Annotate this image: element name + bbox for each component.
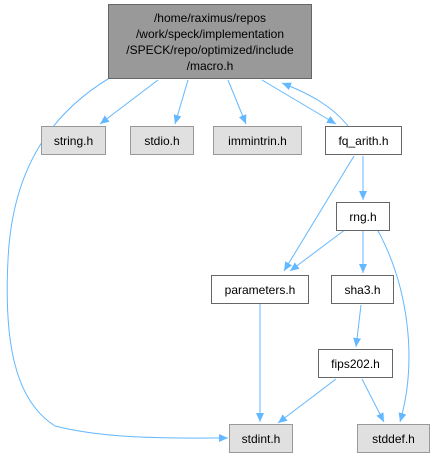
node-macro-h-label: /home/raximus/repos /work/speck/implemen… <box>126 10 293 74</box>
node-fq-arith-h[interactable]: fq_arith.h <box>325 126 402 155</box>
node-fq-arith-h-label: fq_arith.h <box>338 133 389 148</box>
node-sha3-h[interactable]: sha3.h <box>331 275 394 304</box>
edge-fq-arith-to-macro <box>281 82 349 127</box>
node-sha3-h-label: sha3.h <box>344 282 381 297</box>
edge-fips202-to-stddef <box>361 378 385 423</box>
node-immintrin-h[interactable]: immintrin.h <box>213 126 302 155</box>
node-fips202-h[interactable]: fips202.h <box>318 349 393 378</box>
edge-macro-to-string <box>99 79 159 125</box>
edge-fips202-to-stdint <box>277 378 337 424</box>
edge-fq-arith-to-parameters <box>283 155 355 272</box>
edge-macro-to-fq-arith <box>261 79 337 125</box>
node-macro-h[interactable]: /home/raximus/repos /work/speck/implemen… <box>108 4 312 79</box>
node-macro-h-line-2: /work/speck/implementation <box>135 26 285 41</box>
node-stdio-h-label: stdio.h <box>144 133 180 148</box>
node-macro-h-line-4: /macro.h <box>186 58 234 73</box>
node-stdint-h[interactable]: stdint.h <box>229 424 293 453</box>
node-parameters-h[interactable]: parameters.h <box>211 275 309 304</box>
node-parameters-h-label: parameters.h <box>224 282 296 297</box>
node-rng-h[interactable]: rng.h <box>336 202 390 231</box>
node-macro-h-line-1: /home/raximus/repos <box>153 10 267 25</box>
node-string-h[interactable]: string.h <box>41 126 106 155</box>
node-macro-h-line-3: /SPECK/repo/optimized/include <box>126 42 294 57</box>
node-immintrin-h-label: immintrin.h <box>228 133 287 148</box>
edge-sha3-to-fips202 <box>353 304 362 348</box>
edge-macro-to-stdio <box>173 79 189 125</box>
node-stdio-h[interactable]: stdio.h <box>130 126 194 155</box>
node-stdint-h-label: stdint.h <box>241 431 281 446</box>
node-rng-h-label: rng.h <box>349 209 377 224</box>
node-fips202-h-label: fips202.h <box>331 356 380 371</box>
node-stddef-h[interactable]: stddef.h <box>357 424 430 453</box>
edge-rng-to-parameters <box>289 228 347 272</box>
edge-macro-to-immintrin <box>227 79 247 125</box>
node-string-h-label: string.h <box>53 133 94 148</box>
node-stddef-h-label: stddef.h <box>372 431 415 446</box>
edge-rng-to-stddef <box>376 228 410 423</box>
